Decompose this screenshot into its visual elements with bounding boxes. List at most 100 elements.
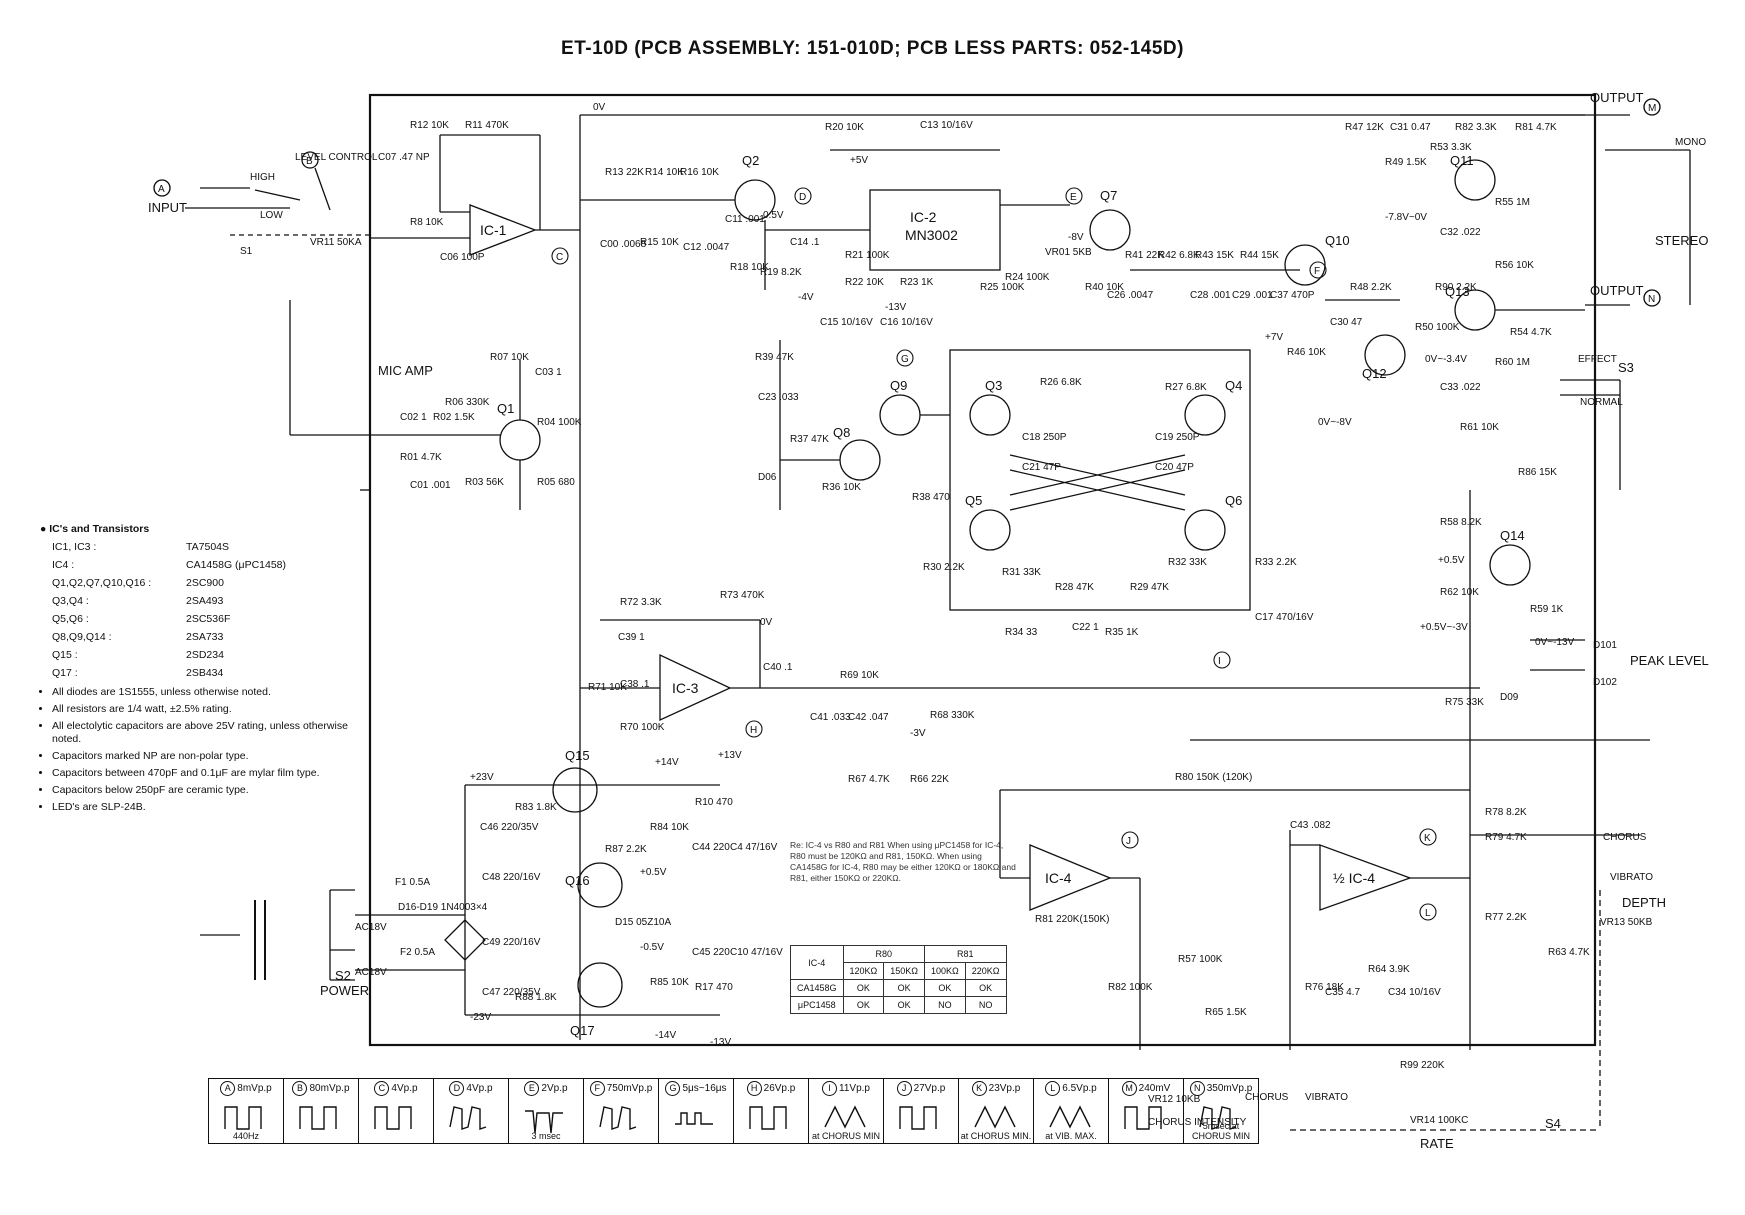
waveform-id: K	[971, 1081, 987, 1096]
q9-transistor	[879, 394, 921, 436]
waveform-id: E	[524, 1081, 540, 1096]
q11-transistor	[1454, 159, 1496, 201]
r80-table-header: IC-4	[790, 945, 844, 980]
q12-transistor	[1364, 334, 1406, 376]
waveform-note: 3 msec	[531, 1131, 561, 1141]
r80-table-subheader: 220KΩ	[964, 962, 1007, 980]
r80-table-cell: OK	[883, 996, 926, 1014]
device-part: CA1458G (μPC1458)	[186, 559, 287, 571]
r80-table-cell: OK	[842, 979, 885, 997]
q15-transistor	[552, 767, 598, 813]
waveform-path	[599, 1106, 637, 1130]
waveform-amplitude: 27Vp.p	[913, 1083, 946, 1094]
waveform-trace	[675, 1112, 713, 1125]
q2-transistor	[734, 179, 776, 221]
waveform-path	[899, 1106, 937, 1130]
device-row: Q3,Q4 : 2SA493	[40, 592, 290, 610]
r80-table-cell: OK	[924, 979, 966, 997]
q10-transistor	[1284, 244, 1326, 286]
waveform-id: D	[449, 1081, 465, 1096]
test-point-markers	[153, 98, 1661, 921]
pcb-outline	[368, 93, 1597, 1047]
q14-transistor	[1489, 544, 1531, 586]
device-part: 2SD234	[186, 649, 224, 661]
r80-table-cell: OK	[883, 979, 926, 997]
r80-table-header: R81	[924, 945, 1007, 963]
device-part: 2SC536F	[186, 613, 231, 625]
q6-transistor	[1184, 509, 1226, 551]
waveform-trace	[824, 1105, 866, 1129]
waveform-path	[224, 1106, 262, 1130]
device-row: Q5,Q6 : 2SC536F	[40, 610, 290, 628]
waveform-id: L	[1045, 1081, 1061, 1096]
waveform-trace	[525, 1110, 563, 1134]
device-row: Q1,Q2,Q7,Q10,Q16 :2SC900	[40, 574, 290, 592]
q16-transistor	[577, 862, 623, 908]
q17-transistor	[577, 962, 623, 1008]
waveform-path	[974, 1105, 1016, 1129]
q5-transistor	[969, 509, 1011, 551]
waveform-trace	[974, 1105, 1016, 1129]
r80-note: Re: IC-4 vs R80 and R81 When using μPC14…	[790, 840, 1016, 883]
waveform-id: J	[896, 1081, 912, 1096]
waveform-path	[824, 1105, 866, 1129]
waveform-amplitude: 350mVp.p	[1206, 1083, 1253, 1094]
r80-table-cell: μPC1458	[790, 996, 844, 1014]
device-ref: Q3,Q4 :	[52, 595, 89, 607]
waveform-note: 5msec at CHORUS MIN	[1192, 1121, 1250, 1141]
waveform-trace	[299, 1106, 337, 1130]
waveform-id: G	[665, 1081, 681, 1096]
device-part: 2SA493	[186, 595, 224, 607]
note-item: Capacitors marked NP are non-polar type.	[52, 750, 370, 763]
note-item: All resistors are 1/4 watt, ±2.5% rating…	[52, 703, 370, 716]
waveform-trace	[899, 1106, 937, 1130]
device-row: Q8,Q9,Q14 :2SA733	[40, 628, 290, 646]
waveform-amplitude: 4Vp.p	[466, 1083, 493, 1094]
note-item: LED's are SLP-24B.	[52, 801, 370, 814]
r80-table-cell: CA1458G	[790, 979, 844, 997]
device-ref: IC4 :	[52, 559, 75, 571]
waveform-note: at VIB. MAX.	[1045, 1131, 1097, 1141]
waveform-id: N	[1189, 1081, 1205, 1096]
waveform-trace	[1049, 1105, 1091, 1129]
waveform-path	[675, 1112, 713, 1125]
device-ref: Q5,Q6 :	[52, 613, 89, 625]
notes-header: ● IC's and Transistors	[40, 523, 150, 535]
ic3-opamp	[659, 653, 732, 722]
waveform-id: M	[1121, 1081, 1137, 1096]
ic4b-opamp	[1319, 844, 1412, 911]
q3-transistor	[969, 394, 1011, 436]
waveform-trace	[449, 1106, 487, 1130]
waveform-amplitude: 26Vp.p	[763, 1083, 796, 1094]
device-part: 2SA733	[186, 631, 224, 643]
waveform-amplitude: 11Vp.p	[839, 1083, 870, 1094]
waveform-amplitude: 6.5Vp.p	[1062, 1083, 1097, 1094]
bridge-rectifier	[444, 919, 486, 961]
waveform-path	[449, 1106, 487, 1130]
waveform-amplitude: 5μs~16μs	[682, 1083, 727, 1094]
waveform-trace	[224, 1106, 262, 1130]
device-row: IC4 : CA1458G (μPC1458)	[40, 556, 290, 574]
r80-table-cell: OK	[964, 979, 1007, 997]
waveform-amplitude: 4Vp.p	[391, 1083, 418, 1094]
waveform-path	[299, 1106, 337, 1130]
q13-transistor	[1454, 289, 1496, 331]
r80-table-cell: NO	[964, 996, 1007, 1014]
waveform-note: at CHORUS MIN.	[960, 1131, 1032, 1141]
